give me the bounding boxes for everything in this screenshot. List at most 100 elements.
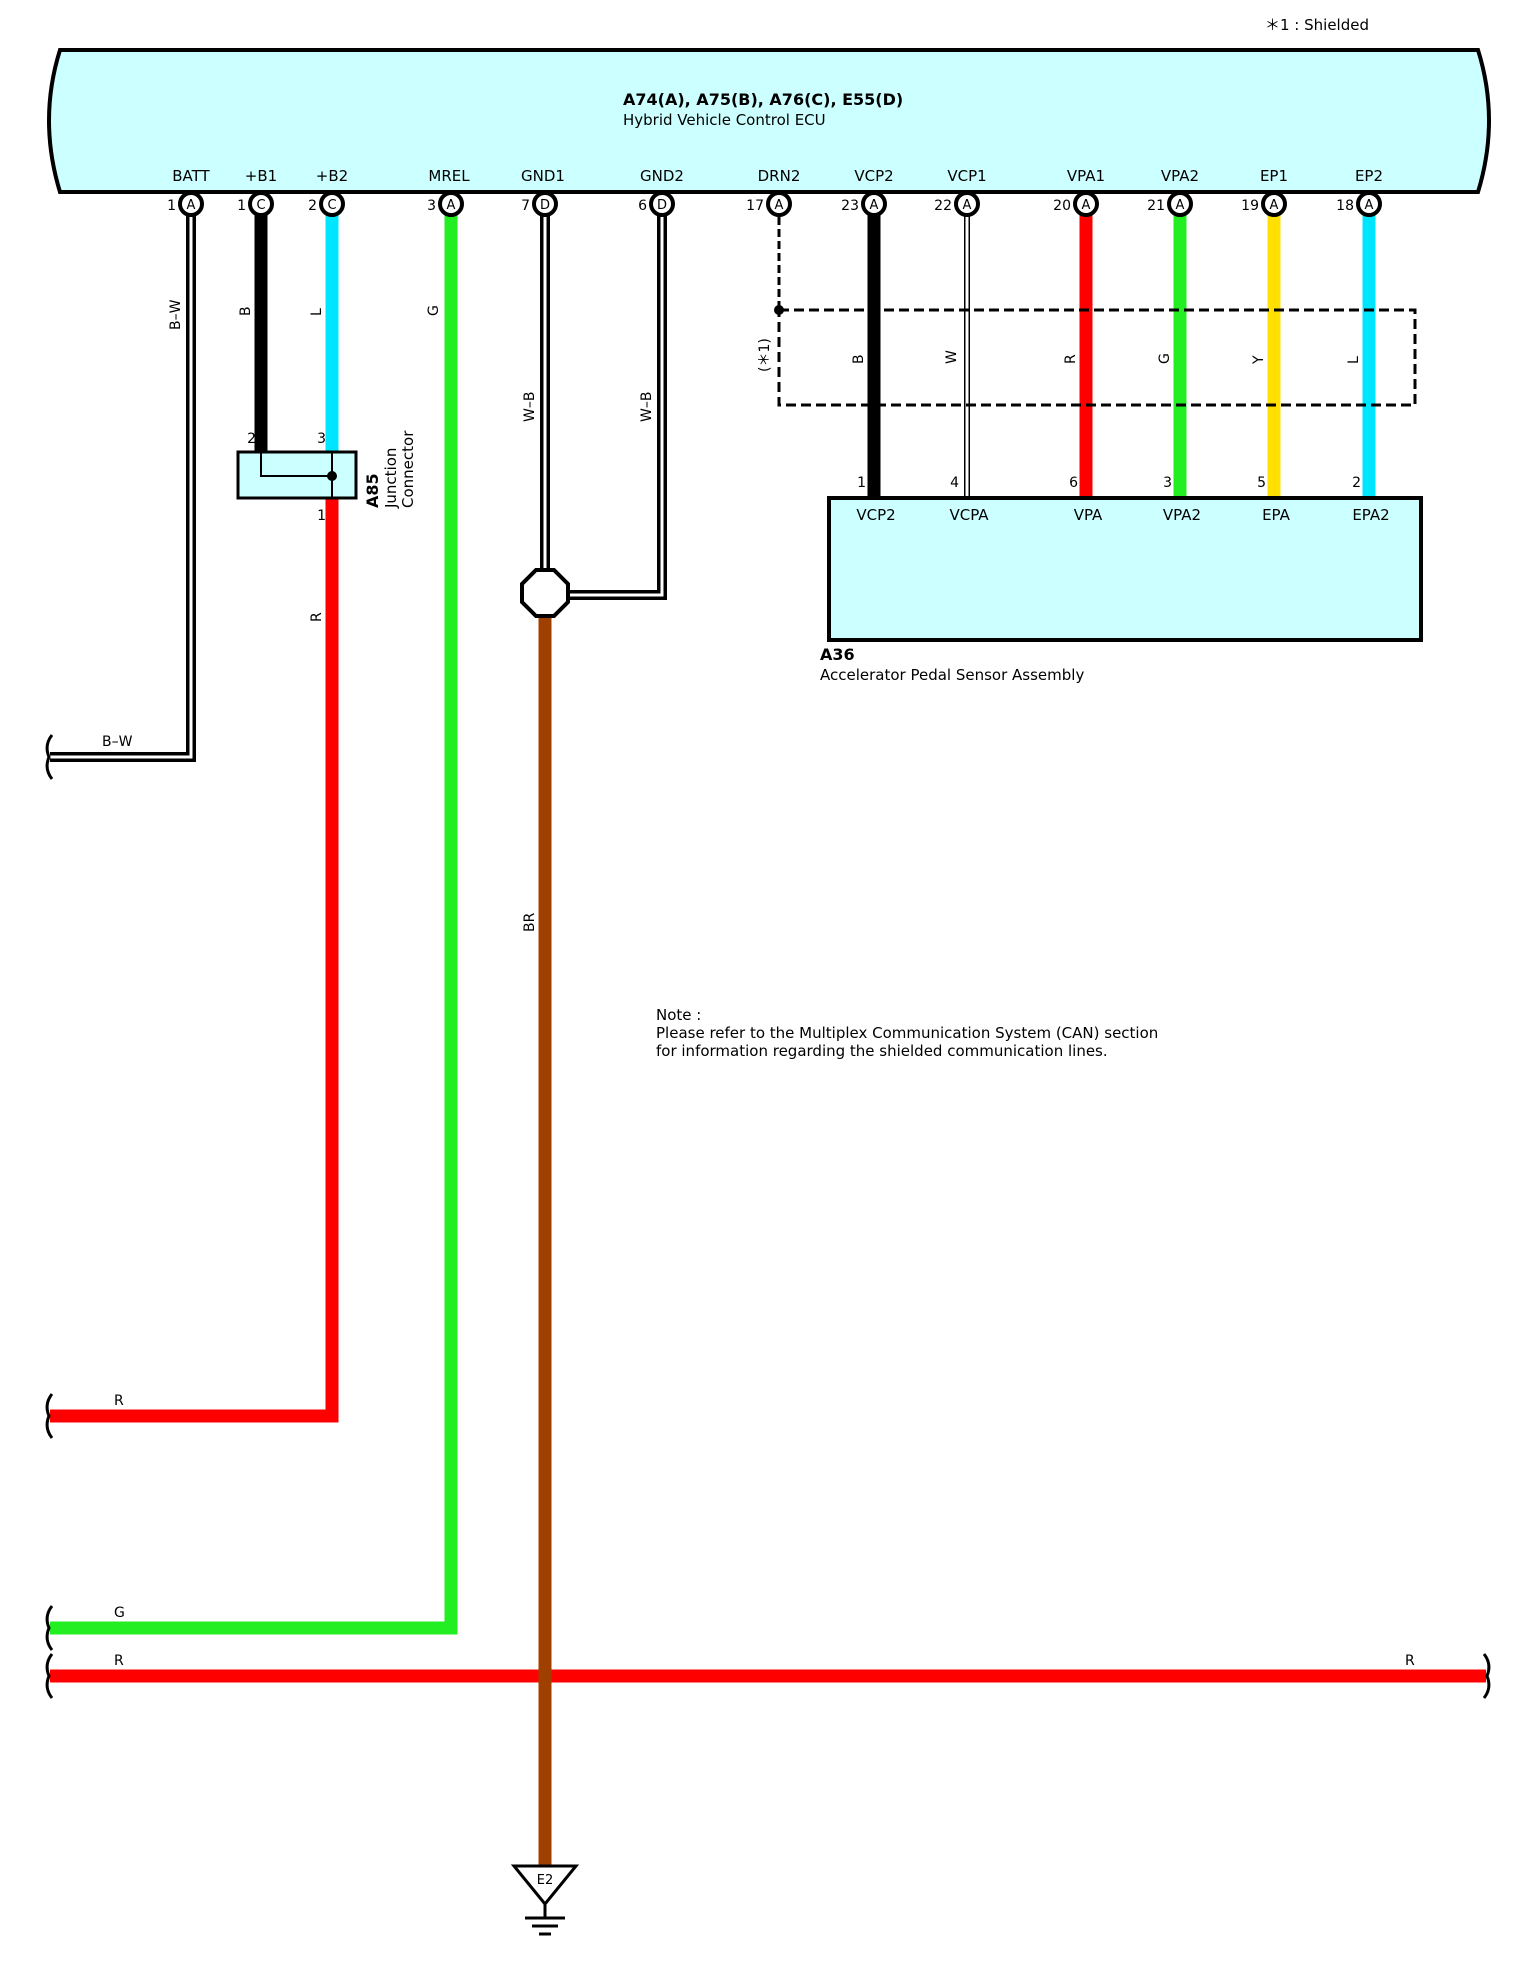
pin-label-mrel: MREL [428,167,470,185]
sensor-pin-label-epa2: EPA2 [1352,506,1389,524]
ecu-name: Hybrid Vehicle Control ECU [623,111,826,129]
sensor-pin-label-vcp2: VCP2 [856,506,895,524]
sensor-pin-num-vpa2: 3 [1163,475,1172,491]
offpage-label-g: G [114,1605,125,1621]
pin-num-ep1: 19 [1241,198,1259,214]
junction-id: A85 [363,473,382,508]
sensor-pin-label-epa: EPA [1262,506,1291,524]
pin-terminal-vpa2 [1167,191,1193,217]
pin-terminal-drn2 [766,191,792,217]
pin-label-b2: +B2 [316,167,348,185]
sensor-pin-num-epa: 5 [1257,475,1266,491]
wire-label-vcp1: W [944,350,960,364]
pin-terminal-gnd2 [649,191,675,217]
pin-conn-vcp2: A [870,198,879,213]
pin-label-ep1: EP1 [1260,167,1288,185]
pin-conn-ep1: A [1270,198,1279,213]
junction-pin-b2: 3 [317,431,326,447]
note-heading: Note : [656,1006,701,1024]
sensor-box [827,496,1423,642]
pin-terminal-vcp2 [861,191,887,217]
junction-name-line1: Junction [382,448,400,509]
offpage-label-batt: B–W [102,734,133,750]
pin-num-b1: 1 [237,198,246,214]
offpage-label-r-left: R [114,1653,124,1669]
sensor-pin-num-vcp2: 1 [857,475,866,491]
ecu-box [47,48,1491,194]
pin-conn-vcp1: A [963,198,972,213]
offpage-bracket-r-upper [45,1393,54,1439]
pin-num-ep2: 18 [1336,198,1354,214]
pin-num-vcp1: 22 [934,198,952,214]
wire-label-b2: L [309,308,325,316]
pin-conn-drn2: A [775,198,784,213]
pin-num-vpa2: 21 [1147,198,1165,214]
junction-dot [327,471,337,481]
sensor-pin-label-vcpa: VCPA [949,506,989,524]
offpage-bracket-g [45,1605,54,1651]
wire-mrel [50,205,458,1635]
sensor-name: Accelerator Pedal Sensor Assembly [820,666,1084,684]
wire-label-junction-out: R [309,612,325,622]
pin-label-gnd2: GND2 [640,167,684,185]
pin-label-drn2: DRN2 [758,167,801,185]
pin-num-gnd1: 7 [521,198,530,214]
pin-conn-mrel: A [447,198,456,213]
sensor-pin-num-epa2: 2 [1352,475,1361,491]
pin-conn-ep2: A [1365,198,1374,213]
earth-icon [525,1904,565,1936]
offpage-bracket-batt [45,734,54,780]
shield-legend: ＊1 : Shielded [1265,16,1369,34]
pin-num-mrel: 3 [427,198,436,214]
pin-terminal-b1 [248,191,274,217]
junction-name-line2: Connector [399,430,417,508]
pin-conn-gnd1: D [540,198,550,213]
offpage-bracket-r-left [45,1653,54,1699]
ground-id: E2 [537,1873,554,1888]
wire-batt [50,205,196,762]
shield-box [777,308,1417,407]
sensor-pin-num-vcpa: 4 [950,475,959,491]
pin-conn-vpa2: A [1176,198,1185,213]
pin-label-vcp1: VCP1 [947,167,986,185]
junction-internal-link [260,452,332,477]
pin-num-batt: 1 [167,198,176,214]
offpage-label-r-right: R [1405,1653,1415,1669]
junction-pin-out: 1 [317,508,326,524]
wire-label-vpa2: G [1157,353,1173,364]
sensor-id: A36 [820,645,855,664]
sensor-pin-label-vpa: VPA [1074,506,1103,524]
pin-terminal-ep1 [1261,191,1287,217]
pin-num-b2: 2 [308,198,317,214]
pin-terminal-batt [178,191,204,217]
pin-label-vcp2: VCP2 [854,167,893,185]
shield-label: (＊1) [757,338,773,372]
ground-symbol-e2 [510,1864,580,1907]
pin-num-drn2: 17 [746,198,764,214]
pin-terminal-b2 [319,191,345,217]
pin-conn-gnd2: D [657,198,667,213]
wire-label-mrel: G [426,305,442,316]
wire-label-gnd2: W–B [639,392,655,422]
ecu-connectors-title: A74(A), A75(B), A76(C), E55(D) [623,90,903,109]
wire-label-gnd1: W–B [522,392,538,422]
pin-label-batt: BATT [172,167,210,185]
junction-pin-b1: 2 [247,431,256,447]
offpage-bracket-r-right [1482,1653,1491,1699]
pin-conn-batt: A [187,198,196,213]
wire-label-vpa1: R [1063,354,1079,364]
pin-terminal-mrel [438,191,464,217]
pin-num-gnd2: 6 [638,198,647,214]
wire-label-ep1: Y [1251,355,1267,365]
note-line-1: Please refer to the Multiplex Communicat… [656,1024,1158,1042]
pin-label-gnd1: GND1 [521,167,565,185]
sensor-pin-num-vpa: 6 [1069,475,1078,491]
pin-conn-b2: C [327,198,336,213]
pin-label-ep2: EP2 [1355,167,1383,185]
pin-num-vpa1: 20 [1053,198,1071,214]
pin-conn-vpa1: A [1082,198,1091,213]
pin-conn-b1: C [256,198,265,213]
wire-label-batt: B–W [168,299,184,330]
note-line-2: for information regarding the shielded c… [656,1042,1108,1060]
